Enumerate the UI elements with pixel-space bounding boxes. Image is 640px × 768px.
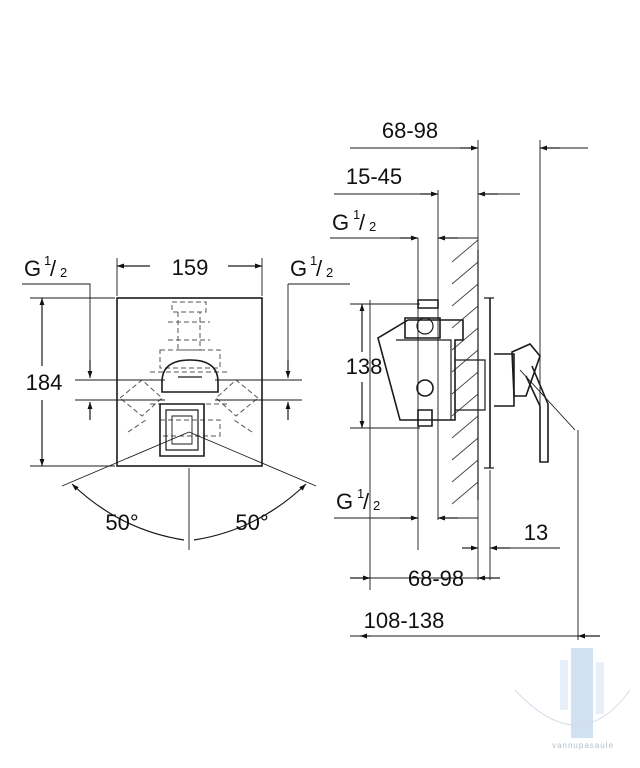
svg-text:2: 2 xyxy=(373,498,380,513)
front-view: 159 184 G 1 / 2 G 1 / 2 50° xyxy=(22,253,350,550)
dim-138: 138 xyxy=(346,354,383,379)
svg-text:G: G xyxy=(24,256,41,281)
svg-text:vannupasaule: vannupasaule xyxy=(552,741,614,750)
dim-15-45: 15-45 xyxy=(346,164,402,189)
thread-label-left: G 1 / 2 xyxy=(24,253,67,281)
svg-text:G: G xyxy=(336,489,353,514)
dim-height-184: 184 xyxy=(26,370,63,395)
svg-text:/: / xyxy=(50,256,57,281)
thread-label-side-bottom: G 1 / 2 xyxy=(336,486,380,514)
lever-handle xyxy=(159,359,219,457)
svg-text:G: G xyxy=(332,210,349,235)
svg-text:2: 2 xyxy=(369,219,376,234)
side-view: 68-98 15-45 G 1 / 2 138 G 1 / xyxy=(330,118,600,640)
svg-text:/: / xyxy=(363,489,370,514)
cover-plate xyxy=(116,297,263,467)
dim-68-98-bottom: 68-98 xyxy=(408,566,464,591)
wall-hatch xyxy=(451,239,479,505)
svg-text:2: 2 xyxy=(326,265,333,280)
angle-right-50: 50° xyxy=(235,510,268,535)
svg-text:2: 2 xyxy=(60,265,67,280)
angle-left-50: 50° xyxy=(105,510,138,535)
watermark-logo: vannupasaule xyxy=(514,648,631,750)
svg-text:/: / xyxy=(359,210,366,235)
svg-text:1: 1 xyxy=(310,253,317,268)
handle-side xyxy=(511,343,576,463)
dim-68-98-top: 68-98 xyxy=(382,118,438,143)
svg-text:1: 1 xyxy=(357,486,364,501)
dim-width-159: 159 xyxy=(172,255,209,280)
thread-label-side-top: G 1 / 2 xyxy=(332,207,376,235)
dim-13: 13 xyxy=(524,520,548,545)
svg-text:1: 1 xyxy=(44,253,51,268)
valve-body-side xyxy=(377,297,515,469)
svg-text:G: G xyxy=(290,256,307,281)
svg-text:1: 1 xyxy=(353,207,360,222)
dim-108-138: 108-138 xyxy=(364,608,445,633)
svg-text:/: / xyxy=(316,256,323,281)
thread-label-right: G 1 / 2 xyxy=(290,253,333,281)
